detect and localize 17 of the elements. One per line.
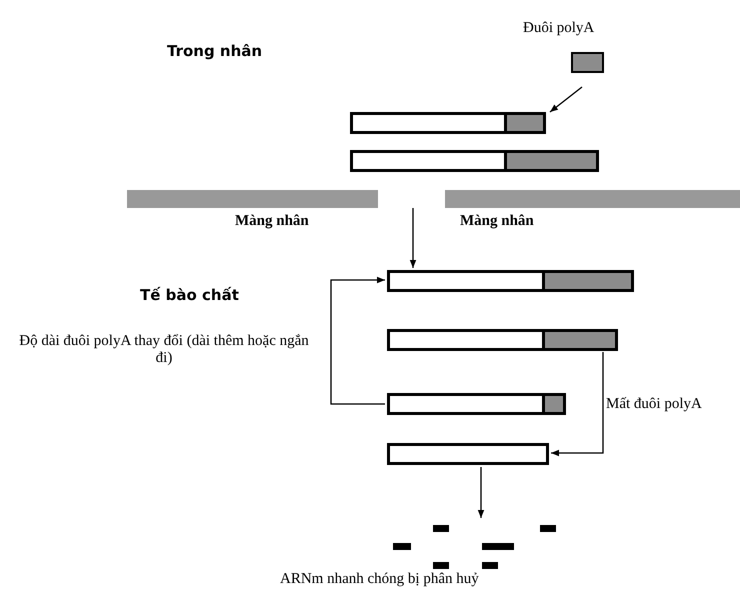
caption-text: ARNm nhanh chóng bị phân huỷ <box>280 571 479 588</box>
mrna-strand <box>387 270 634 292</box>
tail-label: Đuôi polyA <box>523 20 594 37</box>
mrna-strand <box>387 443 549 465</box>
arrow <box>410 208 416 268</box>
region-title: Tế bào chất <box>140 286 239 304</box>
region-title: Trong nhân <box>167 42 262 60</box>
mrna-strand <box>350 150 599 172</box>
membrane-label: Màng nhân <box>460 213 534 230</box>
membrane-label: Màng nhân <box>235 213 309 230</box>
arrow <box>550 86 582 113</box>
arrow <box>330 276 385 405</box>
mrna-strand <box>350 112 546 134</box>
mrna-strand <box>387 329 618 351</box>
mrna-strand <box>387 393 566 415</box>
arrow <box>551 352 604 456</box>
arrow <box>478 467 484 518</box>
